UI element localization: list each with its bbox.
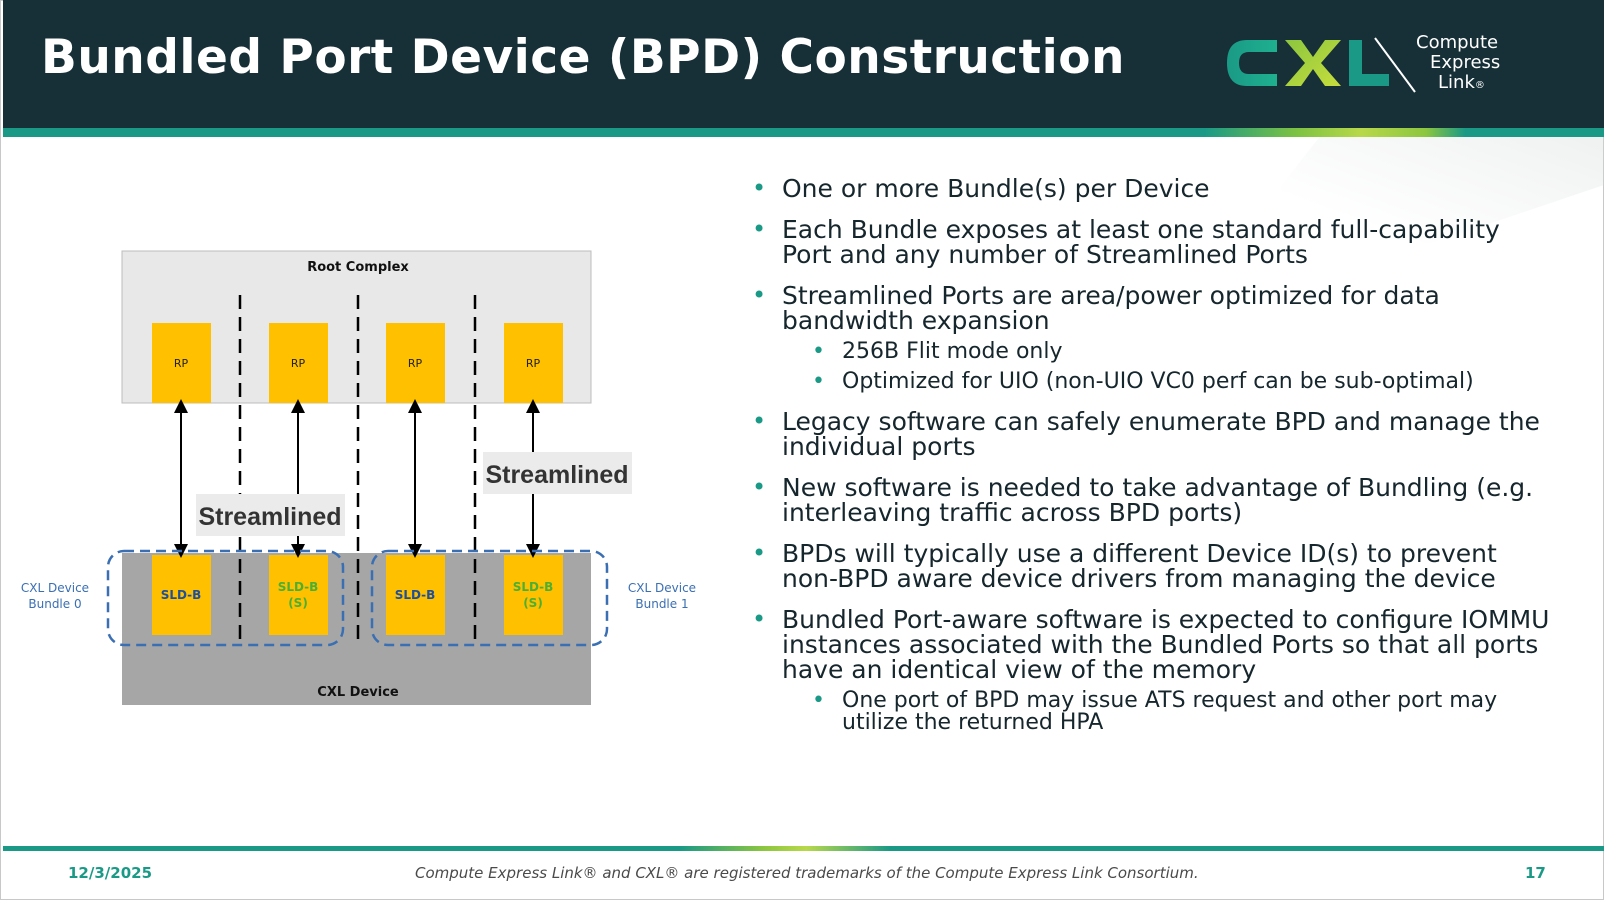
bullet-3-subs: 256B Flit mode only Optimized for UIO (n…: [752, 341, 1552, 394]
bullet-3-sub-1: 256B Flit mode only: [812, 341, 1552, 364]
bundle-0-label-line2: Bundle 0: [28, 597, 81, 611]
rp-label-2: RP: [291, 357, 306, 370]
sld-s-label-2a: SLD-B: [278, 580, 319, 594]
logo-l-shape: [1349, 40, 1389, 86]
rp-label-3: RP: [408, 357, 423, 370]
logo-x-shape: [1285, 40, 1341, 86]
root-complex-label: Root Complex: [307, 260, 409, 275]
logo-slash: [1374, 37, 1416, 93]
cxl-logo: [1227, 37, 1416, 93]
bullet-3-sub-2: Optimized for UIO (non-UIO VC0 perf can …: [812, 371, 1552, 394]
streamlined-label-2: Streamlined: [485, 461, 628, 489]
sld-s-label-4b: (S): [523, 596, 543, 610]
sld-port-1: [152, 555, 211, 635]
logo-word-link: Link®: [1438, 72, 1485, 93]
footer-trademark: Compute Express Link® and CXL® are regis…: [415, 864, 1199, 882]
bullet-4: Legacy software can safely enumerate BPD…: [752, 409, 1552, 459]
bundle-0-label-line1: CXL Device: [21, 581, 89, 595]
bullet-7: Bundled Port-aware software is expected …: [752, 607, 1552, 682]
rp-port-4: [504, 323, 563, 403]
bullet-6: BPDs will typically use a different Devi…: [752, 541, 1552, 591]
sld-port-3: [386, 555, 445, 635]
bullet-1: One or more Bundle(s) per Device: [752, 176, 1552, 201]
streamlined-callout-2: [483, 452, 632, 494]
bullet-7-subs: One port of BPD may issue ATS request an…: [752, 690, 1552, 734]
sld-s-label-4a: SLD-B: [513, 580, 554, 594]
logo-word-express: Express: [1430, 52, 1501, 73]
bullet-7-sub-1: One port of BPD may issue ATS request an…: [812, 690, 1552, 734]
bullet-list: One or more Bundle(s) per Device Each Bu…: [752, 176, 1552, 750]
bullet-2: Each Bundle exposes at least one standar…: [752, 217, 1552, 267]
slide-header: Bundled Port Device (BPD) Construction: [3, 0, 1604, 128]
footer-strip-accent: [680, 846, 890, 851]
footer-date: 12/3/2025: [68, 864, 153, 882]
rp-port-2: [269, 323, 328, 403]
sld-port-2: [269, 555, 328, 635]
streamlined-callout-1: [196, 494, 345, 536]
bullet-3: Streamlined Ports are area/power optimiz…: [752, 283, 1552, 333]
logo-word-compute: Compute: [1416, 32, 1499, 53]
slide-title: Bundled Port Device (BPD) Construction: [41, 30, 1125, 85]
bullet-5: New software is needed to take advantage…: [752, 475, 1552, 525]
logo-wordmark: Compute Express Link®: [1416, 33, 1500, 96]
sld-s-label-2b: (S): [288, 596, 308, 610]
bundle-0-outline: [106, 549, 345, 647]
header-strip-accent: [1205, 128, 1465, 137]
cxl-device-label: CXL Device: [317, 685, 399, 700]
bundle-1-label-line1: CXL Device: [628, 581, 696, 595]
bundle-1-outline: [370, 549, 609, 647]
rp-label-4: RP: [526, 357, 541, 370]
rp-port-1: [152, 323, 211, 403]
rp-label-1: RP: [174, 357, 189, 370]
streamlined-label-1: Streamlined: [198, 503, 341, 531]
sld-label-3: SLD-B: [395, 588, 436, 602]
header-strip: [3, 128, 1604, 137]
sld-label-1: SLD-B: [161, 588, 202, 602]
bundle-1-label-line2: Bundle 1: [635, 597, 688, 611]
rp-port-3: [386, 323, 445, 403]
page-number: 17: [1525, 864, 1546, 882]
sld-port-4: [504, 555, 563, 635]
logo-c-shape: [1227, 40, 1277, 86]
